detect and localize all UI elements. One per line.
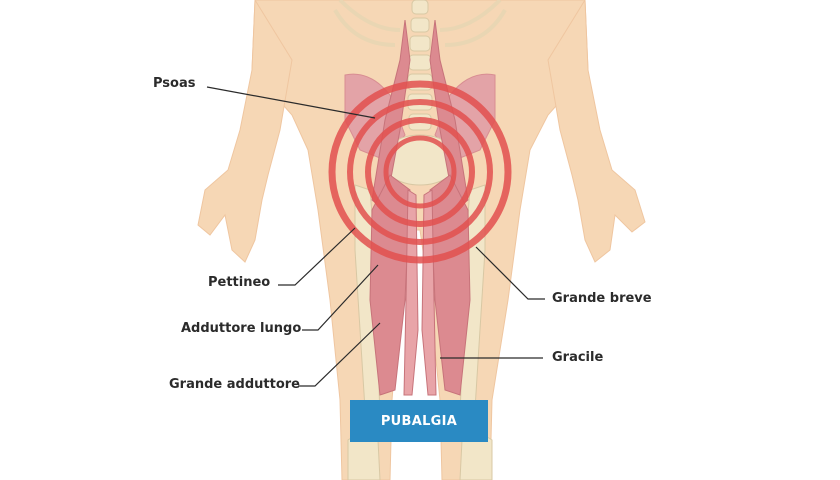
label-grande-adduttore: Grande adduttore [169, 377, 300, 392]
label-pettineo: Pettineo [208, 275, 271, 290]
label-grande-breve: Grande breve [552, 291, 652, 306]
psoas-muscle [371, 19, 469, 211]
psoas-leader-line [206, 86, 376, 119]
adduttore-lungo-leader-line [302, 264, 379, 331]
label-psoas: Psoas [153, 76, 196, 91]
pettineo-leader-line [278, 227, 356, 286]
pubalgia-badge: PUBALGIA [350, 400, 488, 442]
label-adduttore-lungo: Adduttore lungo [181, 321, 302, 336]
grande-adduttore-leader-line [298, 322, 381, 387]
grande-breve-leader-line [475, 246, 545, 300]
body-silhouette [197, 0, 646, 480]
label-gracile: Gracile [552, 350, 604, 365]
leader-lines [206, 86, 545, 387]
pain-rings [328, 80, 512, 264]
rib-cage [333, 0, 507, 47]
